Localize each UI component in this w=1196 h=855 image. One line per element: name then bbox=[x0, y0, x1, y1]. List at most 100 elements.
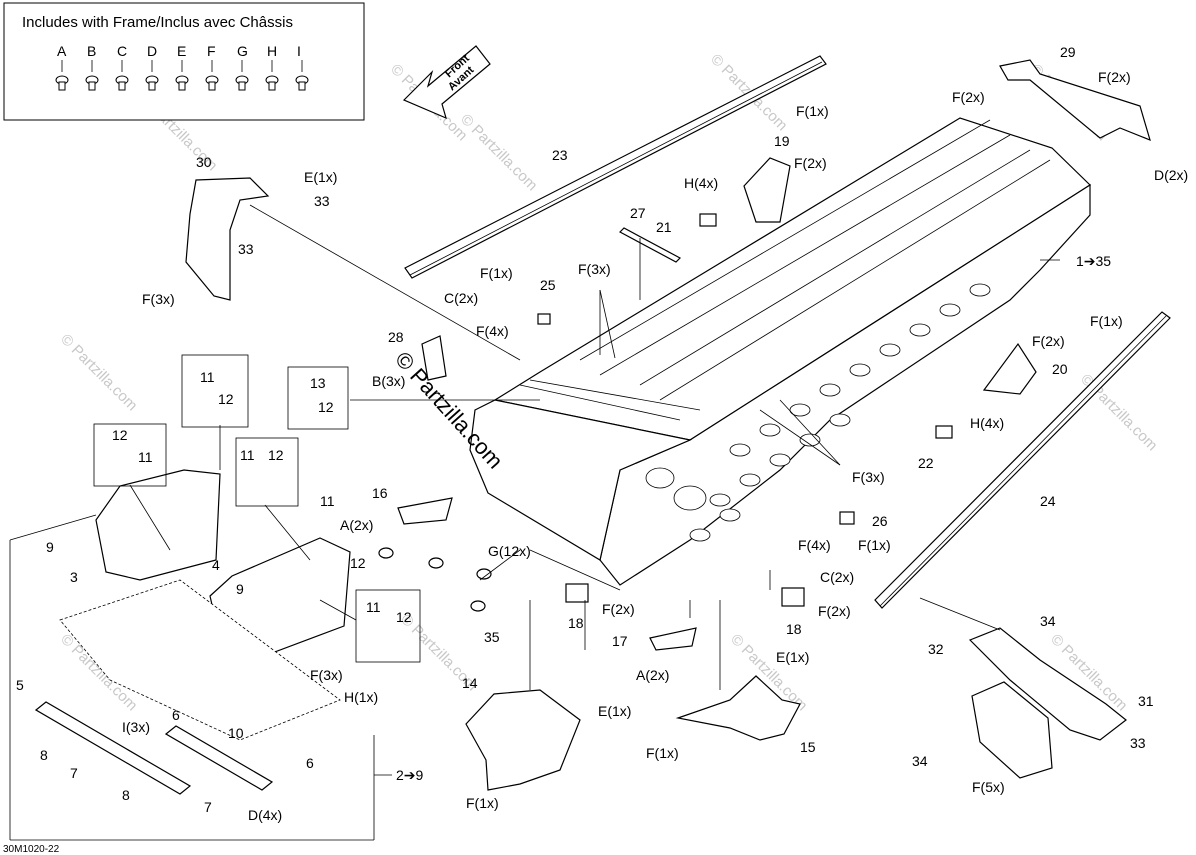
legend-letter-e: E bbox=[177, 43, 186, 59]
legend-box: Includes with Frame/Inclus avec Châssis … bbox=[3, 2, 365, 121]
fastener-h-shank bbox=[268, 81, 276, 91]
callout-la2x-16: A(2x) bbox=[340, 517, 373, 533]
callout-lf1x-14: F(1x) bbox=[466, 795, 499, 811]
callout-lf2x-29: F(2x) bbox=[1098, 69, 1131, 85]
skid-plate bbox=[59, 579, 341, 741]
brace-20 bbox=[982, 342, 1037, 395]
callout-l15: 15 bbox=[800, 739, 816, 755]
rail-10 bbox=[164, 725, 274, 791]
cover-14 bbox=[465, 689, 581, 791]
callout-lf2x-18b: F(2x) bbox=[818, 603, 851, 619]
callout-lf1x-lower: F(1x) bbox=[858, 537, 891, 553]
callout-lf1x-23: F(1x) bbox=[480, 265, 513, 281]
callout-l21: 21 bbox=[656, 219, 672, 235]
callout-l33c: 33 bbox=[1130, 735, 1146, 751]
callout-lg12x: G(12x) bbox=[488, 543, 531, 559]
callout-lf4x-lower: F(4x) bbox=[798, 537, 831, 553]
plate-18b bbox=[781, 587, 805, 607]
callout-l1-35: 1➔35 bbox=[1076, 253, 1111, 269]
callout-l30: 30 bbox=[196, 154, 212, 170]
callout-l3: 3 bbox=[70, 569, 78, 585]
legend-letter-a: A bbox=[57, 43, 67, 59]
leader-lines bbox=[9, 204, 1060, 841]
callout-l12d: 12 bbox=[268, 447, 284, 463]
bar-27 bbox=[619, 227, 681, 263]
callout-l29: 29 bbox=[1060, 44, 1076, 60]
callout-lh1x: H(1x) bbox=[344, 689, 378, 705]
callout-lf2x-top: F(2x) bbox=[952, 89, 985, 105]
fastener-a-shank bbox=[58, 81, 66, 91]
fastener-g-shank bbox=[238, 81, 246, 91]
callout-l7b: 7 bbox=[204, 799, 212, 815]
legend-letter-b: B bbox=[87, 43, 96, 59]
watermark-6: © Partzilla.com bbox=[57, 331, 140, 414]
footrest-16 bbox=[397, 497, 453, 525]
legend-letter-h: H bbox=[267, 43, 277, 59]
callout-lf3x-right: F(3x) bbox=[852, 469, 885, 485]
callout-l6b: 6 bbox=[306, 755, 314, 771]
callout-l12b: 12 bbox=[318, 399, 334, 415]
callout-l11c: 11 bbox=[240, 447, 255, 463]
rail-5 bbox=[34, 701, 192, 795]
callout-l31: 31 bbox=[1138, 693, 1154, 709]
callout-l6a: 6 bbox=[172, 707, 180, 723]
legend-title: Includes with Frame/Inclus avec Châssis bbox=[22, 14, 293, 31]
callout-l11a: 11 bbox=[200, 369, 215, 385]
callout-le1x-14: E(1x) bbox=[598, 703, 631, 719]
callout-l13: 13 bbox=[310, 375, 326, 391]
clip-25 bbox=[537, 313, 551, 325]
clip-21 bbox=[699, 213, 717, 227]
bracket-31 bbox=[968, 627, 1127, 741]
callout-lh4x-22: H(4x) bbox=[970, 415, 1004, 431]
callout-li3x: I(3x) bbox=[122, 719, 150, 735]
callout-lf1x-top: F(1x) bbox=[796, 103, 829, 119]
plate-18a bbox=[565, 583, 589, 603]
legend-letter-f: F bbox=[207, 43, 216, 59]
legend-letter-g: G bbox=[237, 43, 248, 59]
callout-l7a: 7 bbox=[70, 765, 78, 781]
callout-l5: 5 bbox=[16, 677, 24, 693]
footrest-17 bbox=[649, 627, 697, 651]
callout-lf4x-mid: F(4x) bbox=[476, 323, 509, 339]
callout-l18b: 18 bbox=[786, 621, 802, 637]
fastener-c-shank bbox=[118, 81, 126, 91]
callout-lf2x-18a: F(2x) bbox=[602, 601, 635, 617]
rail-23 bbox=[404, 55, 827, 279]
callout-lb3x: B(3x) bbox=[372, 373, 405, 389]
rail-24 bbox=[874, 311, 1171, 609]
callout-l11e: 11 bbox=[366, 599, 381, 615]
callout-le1x-15: E(1x) bbox=[776, 649, 809, 665]
callout-l34b: 34 bbox=[912, 753, 928, 769]
fastener-i-shank bbox=[298, 81, 306, 91]
legend-letter-i: I bbox=[297, 43, 301, 59]
plate-34 bbox=[971, 681, 1053, 779]
callout-la2x-17: A(2x) bbox=[636, 667, 669, 683]
fastener-e-shank bbox=[178, 81, 186, 91]
callout-l12a: 12 bbox=[218, 391, 234, 407]
callout-l22: 22 bbox=[918, 455, 934, 471]
callout-l18a: 18 bbox=[568, 615, 584, 631]
callout-l28: 28 bbox=[388, 329, 404, 345]
brace-19 bbox=[743, 157, 791, 223]
callout-lc2x-lower: C(2x) bbox=[820, 569, 854, 585]
callout-l32: 32 bbox=[928, 641, 944, 657]
watermark-5: © Partzilla.com bbox=[457, 111, 540, 194]
callout-lc2x-23: C(2x) bbox=[444, 290, 478, 306]
callout-l8b: 8 bbox=[122, 787, 130, 803]
callout-l24: 24 bbox=[1040, 493, 1056, 509]
front-bulkhead-3 bbox=[95, 469, 221, 581]
fastener-f-shank bbox=[208, 81, 216, 91]
part-labels: 29F(2x)D(2x)F(1x)F(2x)19F(2x)23H(4x)2127… bbox=[16, 44, 1188, 823]
callout-l2-9: 2➔9 bbox=[396, 767, 424, 783]
fastener-b-shank bbox=[88, 81, 96, 91]
callout-l16: 16 bbox=[372, 485, 388, 501]
diagram-code: 30M1020-22 bbox=[3, 844, 60, 855]
callout-l4: 4 bbox=[212, 557, 220, 573]
callout-l23: 23 bbox=[552, 147, 568, 163]
callout-l27: 27 bbox=[630, 205, 646, 221]
clip-26 bbox=[839, 511, 855, 525]
callout-lf3x-mid: F(3x) bbox=[578, 261, 611, 277]
callout-l8a: 8 bbox=[40, 747, 48, 763]
